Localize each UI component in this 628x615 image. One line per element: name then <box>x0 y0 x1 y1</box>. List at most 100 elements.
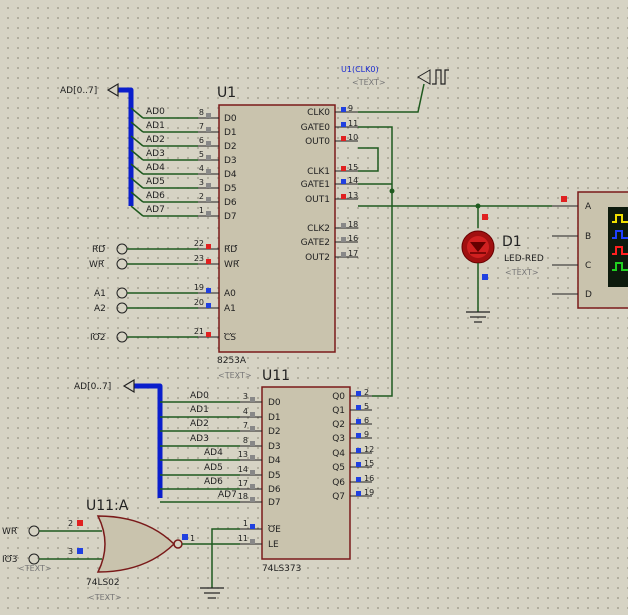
u1-body[interactable] <box>218 104 336 353</box>
u11-ref: U11 <box>262 368 290 384</box>
u11-net-ad4: AD4 <box>204 448 223 458</box>
u11a-part: 74LS02 <box>86 578 120 588</box>
u11-pin-name-q3: Q3 <box>332 434 345 444</box>
terminal-rd[interactable] <box>116 243 128 255</box>
u11-oe-ground <box>200 528 240 599</box>
u1-control-nets: RD WR A1 A2 IO2 <box>89 243 198 343</box>
d1-placeholder: <TEXT> <box>505 268 539 277</box>
terminal-a2[interactable] <box>116 302 128 314</box>
u1-pin-name-d4: D4 <box>224 170 237 180</box>
u1-pin-state <box>206 259 211 264</box>
u11-pin-name-q7: Q7 <box>332 492 345 502</box>
u11a-out-num: 1 <box>190 534 195 543</box>
u11-pin-state <box>250 426 255 431</box>
terminal-wr-label: WR <box>89 260 104 270</box>
u11-net-ad7: AD7 <box>218 490 237 500</box>
u1-pin-state <box>341 194 346 199</box>
u11-pin-state <box>356 477 361 482</box>
u11-net-ad0: AD0 <box>190 391 209 401</box>
terminal-wr[interactable] <box>116 258 128 270</box>
u1-chip[interactable]: U1 8253A <TEXT> 8D07D16D25D34D43D52D61D7… <box>194 85 358 380</box>
u11-pin-state <box>250 524 255 529</box>
net-label-ad5: AD5 <box>146 177 165 187</box>
bus-bottom-label: AD[0..7] <box>74 382 111 392</box>
nor-gate-icon <box>96 515 176 573</box>
u1-pin-state <box>341 237 346 242</box>
u11-pin-name-le: LE <box>268 540 279 550</box>
u11-pin-state <box>250 470 255 475</box>
clock-generator[interactable]: U1(CLK0) <TEXT> <box>341 65 449 113</box>
u11-net-ad2: AD2 <box>190 419 209 429</box>
bus-bottom-terminal[interactable] <box>122 378 135 394</box>
u1-pin-name-gate0: GATE0 <box>301 123 331 133</box>
net-label-ad2: AD2 <box>146 135 165 145</box>
u1-pin-state <box>341 179 346 184</box>
u11-pin-name-d5: D5 <box>268 471 281 481</box>
u1-pin-number: 7 <box>199 122 204 131</box>
u11-data-nets: AD0 AD1 AD2 AD3 AD4 AD5 AD6 AD7 <box>160 391 240 503</box>
u1-pin-number: 10 <box>348 133 358 142</box>
u1-pin-number: 16 <box>348 234 358 243</box>
bus-top[interactable]: AD[0..7] <box>60 82 134 206</box>
net-label-ad4: AD4 <box>146 163 165 173</box>
u1-pin-name-d5: D5 <box>224 184 237 194</box>
terminal-io2-label: IO2 <box>90 333 105 343</box>
u11-pin-name-oe: OE <box>268 525 281 535</box>
u11a-placeholder: <TEXT> <box>88 593 122 602</box>
d1-pin-anode-state <box>482 214 488 220</box>
d1-pin-cathode-state <box>482 274 488 280</box>
u1-pin-state <box>341 166 346 171</box>
u1-pin-name-gate1: GATE1 <box>301 180 330 190</box>
u1-pin-state <box>206 303 211 308</box>
u1-pin-name-d3: D3 <box>224 156 237 166</box>
u1-pin-name-rd: RD <box>224 245 237 255</box>
terminal-io3[interactable] <box>28 553 40 565</box>
u1-pin-state <box>206 183 211 188</box>
terminal-io3-placeholder: <TEXT> <box>18 564 52 573</box>
u11-pin-state <box>250 412 255 417</box>
u11-chip[interactable]: U11 74LS373 3D04D17D28D313D414D517D618D7… <box>238 368 374 574</box>
u1-pin-name-d1: D1 <box>224 128 237 138</box>
u11-pin-name-q0: Q0 <box>332 392 345 402</box>
u1-pin-state <box>206 141 211 146</box>
terminal-a1[interactable] <box>116 287 128 299</box>
u11-pin-number: 12 <box>364 445 374 454</box>
terminal-wr-bottom[interactable] <box>28 525 40 537</box>
u1-pin-number: 1 <box>199 206 204 215</box>
net-label-ad0: AD0 <box>146 107 165 117</box>
bus-top-terminal[interactable] <box>106 82 119 98</box>
u1-pin-name-wr: WR <box>224 260 239 270</box>
u11-pin-number: 16 <box>364 474 374 483</box>
terminal-io3-label: IO3 <box>2 555 17 565</box>
scope-channel-d: D <box>585 290 592 300</box>
u11-net-ad3: AD3 <box>190 434 209 444</box>
u1-left-pins: 8D07D16D25D34D43D52D61D722RD23WR19A020A1… <box>194 108 239 343</box>
u1-pin-number: 19 <box>194 283 204 292</box>
u11a-in2-num: 3 <box>68 547 73 556</box>
u11-pin-number: 15 <box>364 459 374 468</box>
u11a-nor-gate[interactable]: U11:A 74LS02 <TEXT> WR IO3 <TEXT> 2 3 1 <box>2 498 240 602</box>
bus-bottom[interactable]: AD[0..7] <box>74 378 163 498</box>
u11-pin-state <box>250 497 255 502</box>
u11-pin-number: 18 <box>238 492 248 501</box>
u11-pin-number: 1 <box>243 519 248 528</box>
u1-pin-name-a1: A1 <box>224 304 236 314</box>
u1-pin-name-gate2: GATE2 <box>301 238 330 248</box>
led-d1[interactable]: D1 LED-RED <TEXT> <box>461 206 544 323</box>
u1-pin-state <box>206 197 211 202</box>
u1-pin-number: 9 <box>348 104 353 113</box>
u11-body[interactable] <box>261 386 351 560</box>
terminal-io2[interactable] <box>116 331 128 343</box>
u1-pin-number: 13 <box>348 191 358 200</box>
u11-pin-number: 14 <box>238 465 248 474</box>
u1-pin-state <box>341 107 346 112</box>
u11-pin-number: 5 <box>364 402 369 411</box>
u1-pin-name-clk0: CLK0 <box>307 108 330 118</box>
scope-pin-a-state <box>561 196 567 202</box>
u1-pin-number: 18 <box>348 220 358 229</box>
scope-trace <box>612 262 628 271</box>
